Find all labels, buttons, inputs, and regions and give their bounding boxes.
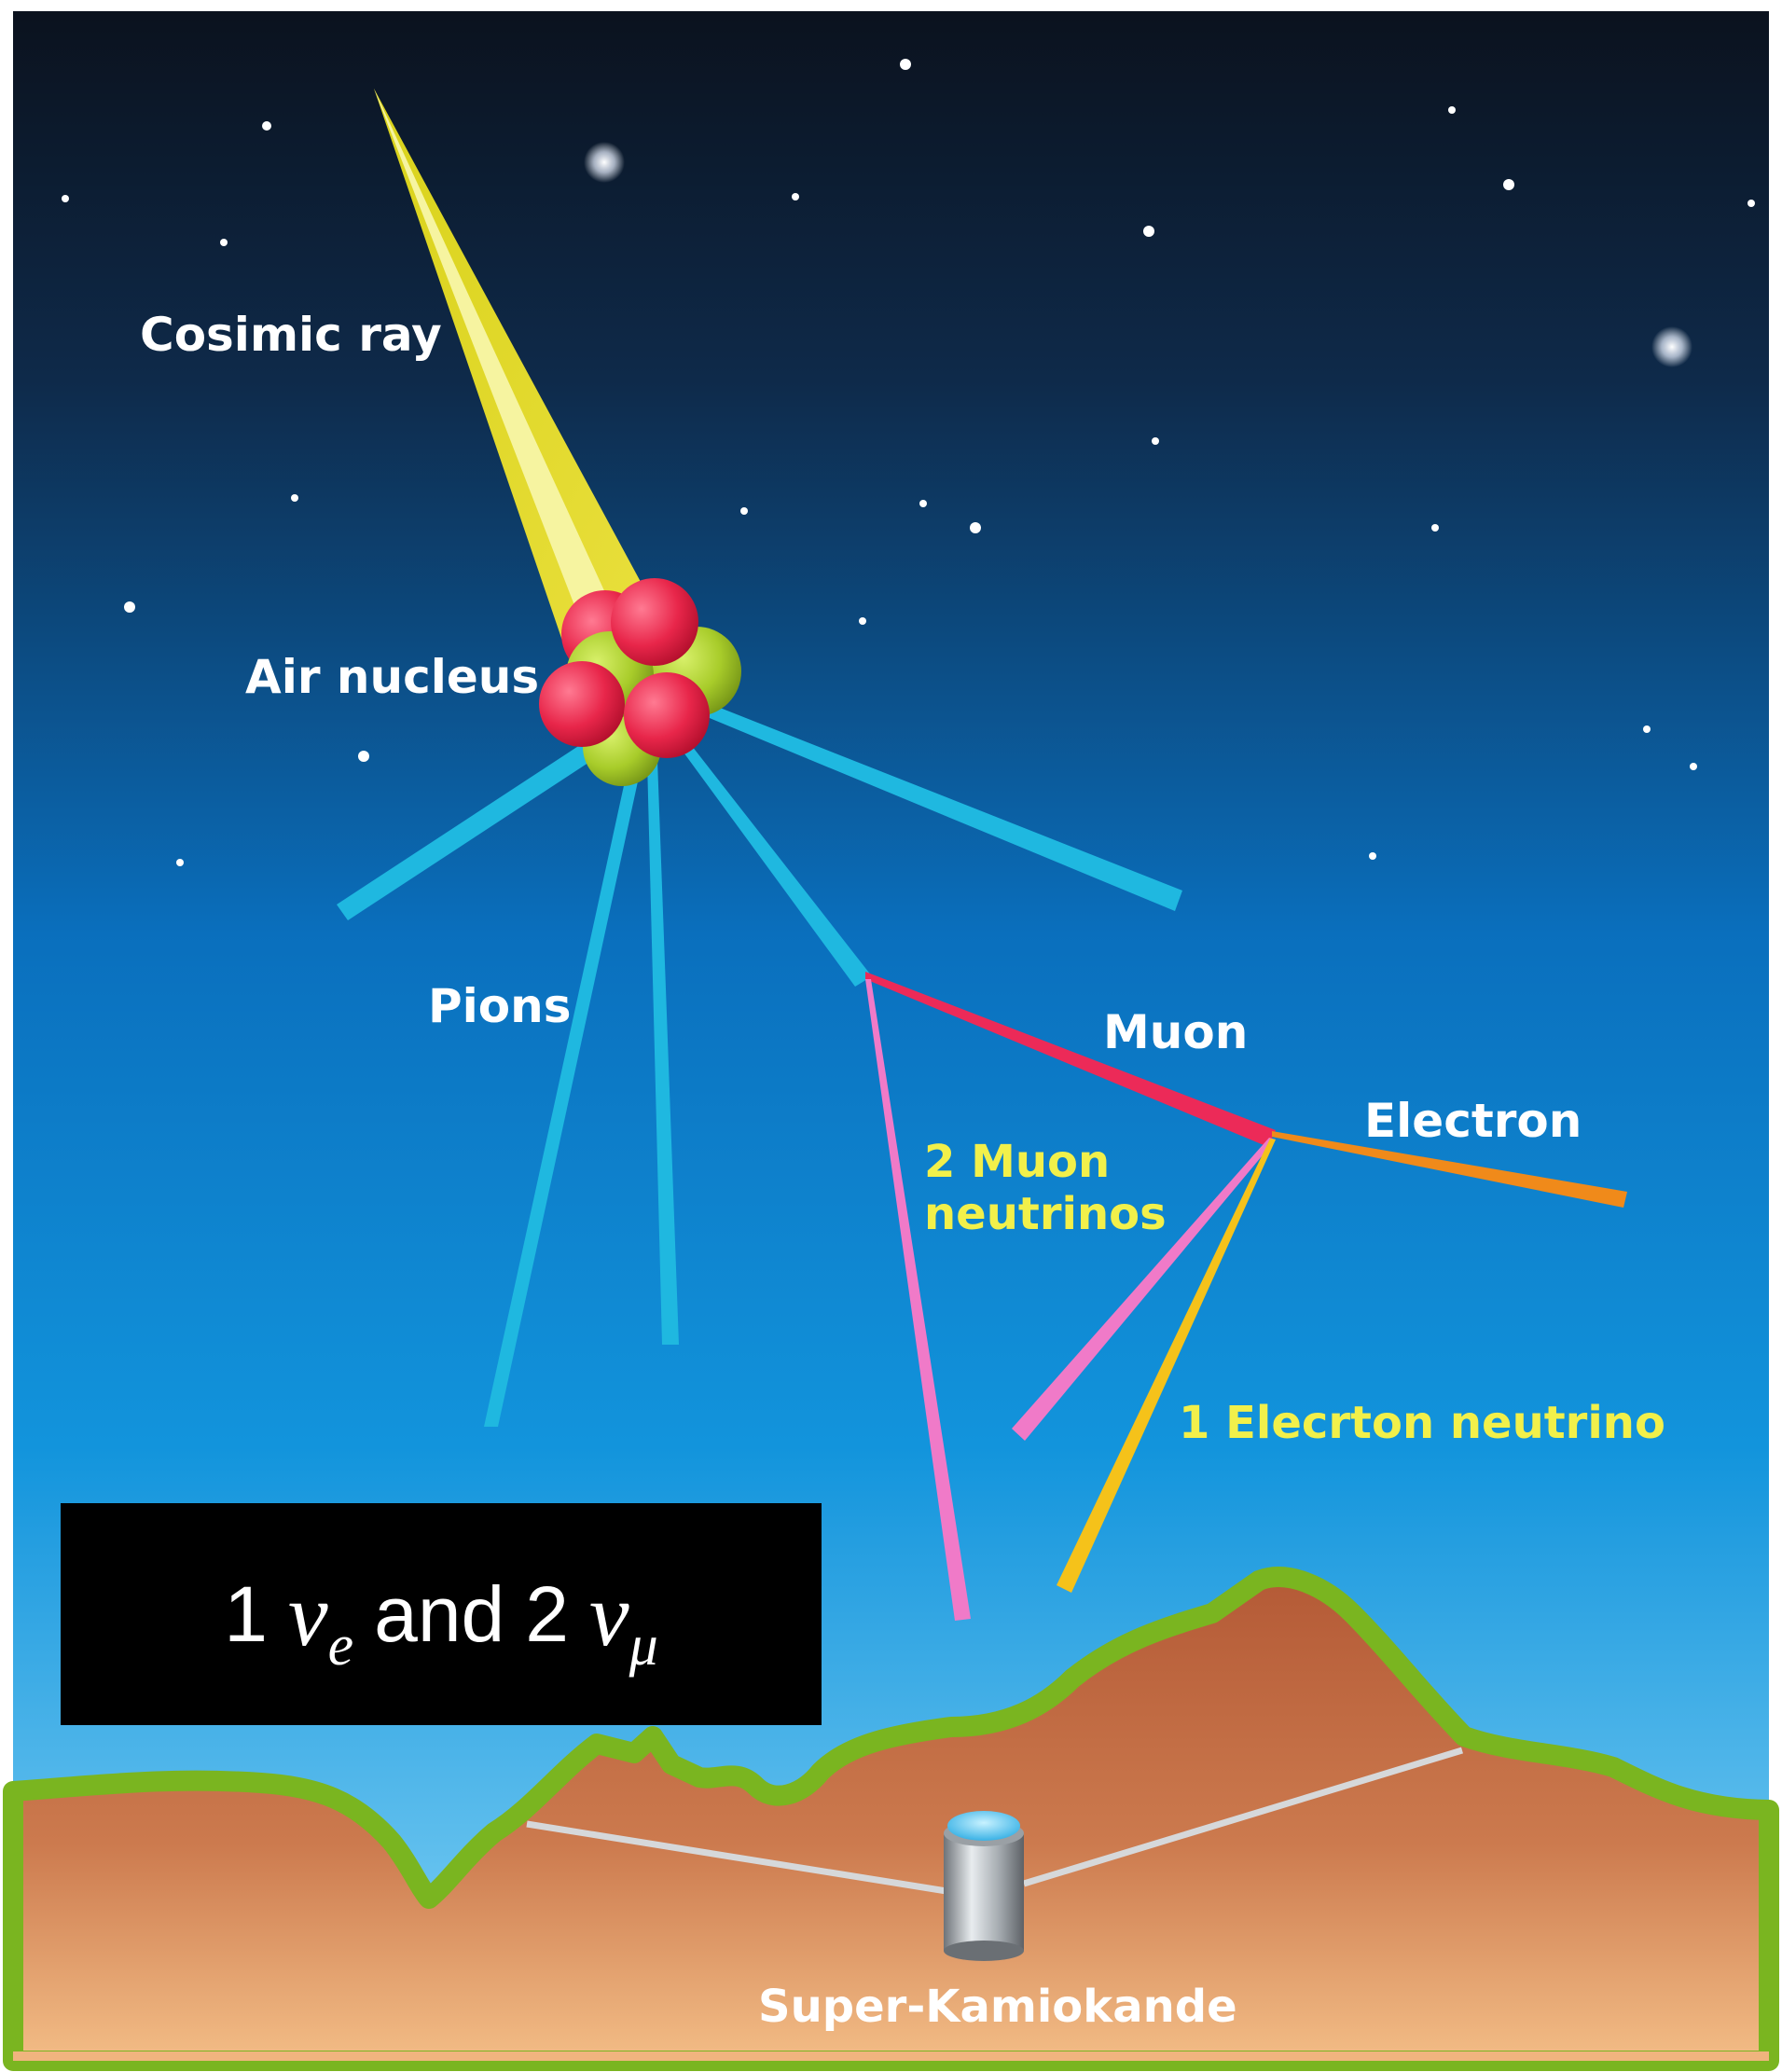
muon-neutrino-track [865,979,971,1621]
star-icon [970,522,981,533]
star-icon [584,142,625,183]
star-icon [62,195,69,202]
label-pions: Pions [428,979,572,1033]
star-icon [124,601,135,613]
star-icon [1143,226,1154,237]
cosmic-ray-beam [374,89,653,643]
label-detector: Super-Kamiokande [758,1981,1237,2033]
star-icon [220,239,228,246]
star-icon [291,494,298,502]
detector-cable [526,1820,947,1895]
label-electron: Electron [1364,1094,1582,1148]
label-muon-neutrinos-line2: neutrinos [924,1188,1167,1240]
star-icon [900,59,911,70]
ground-base [13,2051,1769,2061]
stars [62,59,1755,866]
star-icon [919,500,927,507]
star-icon [859,617,866,625]
detector-cable [1022,1747,1464,1887]
star-icon [1448,106,1456,114]
star-icon [1152,437,1159,445]
pion-tracks [337,704,1182,1427]
star-icon [1431,524,1439,532]
electron-track [1272,1131,1627,1208]
label-air-nucleus: Air nucleus [245,650,539,704]
label-muon: Muon [1103,1005,1248,1059]
muon-neutrino-count: 2 [525,1569,569,1658]
star-icon [262,121,271,131]
muon-neutrino-track [1012,1138,1276,1441]
pion-track [705,704,1182,911]
star-icon [1369,852,1376,860]
pion-track [337,741,597,920]
star-icon [176,859,184,866]
mountain-ground [3,1567,1779,2071]
pion-track [679,746,872,987]
subscript-e: e [327,1613,354,1678]
star-icon [1747,200,1755,207]
star-icon [792,193,799,200]
pion-track [484,760,642,1427]
electron-neutrino-track [1057,1139,1276,1593]
subscript-mu: μ [629,1613,658,1678]
star-icon [1643,725,1651,733]
nu-symbol: ν [287,1564,328,1665]
muon-track [865,972,1276,1147]
conjunction-text: and [374,1569,505,1658]
pion-track [647,760,679,1345]
label-cosmic-ray: Cosimic ray [140,308,442,362]
star-icon [740,507,748,515]
electron-neutrino-count: 1 [224,1569,268,1658]
atom-cluster-icon [539,578,741,786]
star-icon [1690,763,1697,770]
cylinder-tank-icon [944,1811,1024,1961]
star-icon [1651,326,1692,367]
label-electron-neutrino: 1 Elecrton neutrino [1179,1397,1665,1449]
star-icon [358,751,369,762]
star-icon [1503,179,1514,190]
nu-symbol: ν [589,1564,629,1665]
label-muon-neutrinos-line1: 2 Muon [924,1136,1110,1188]
